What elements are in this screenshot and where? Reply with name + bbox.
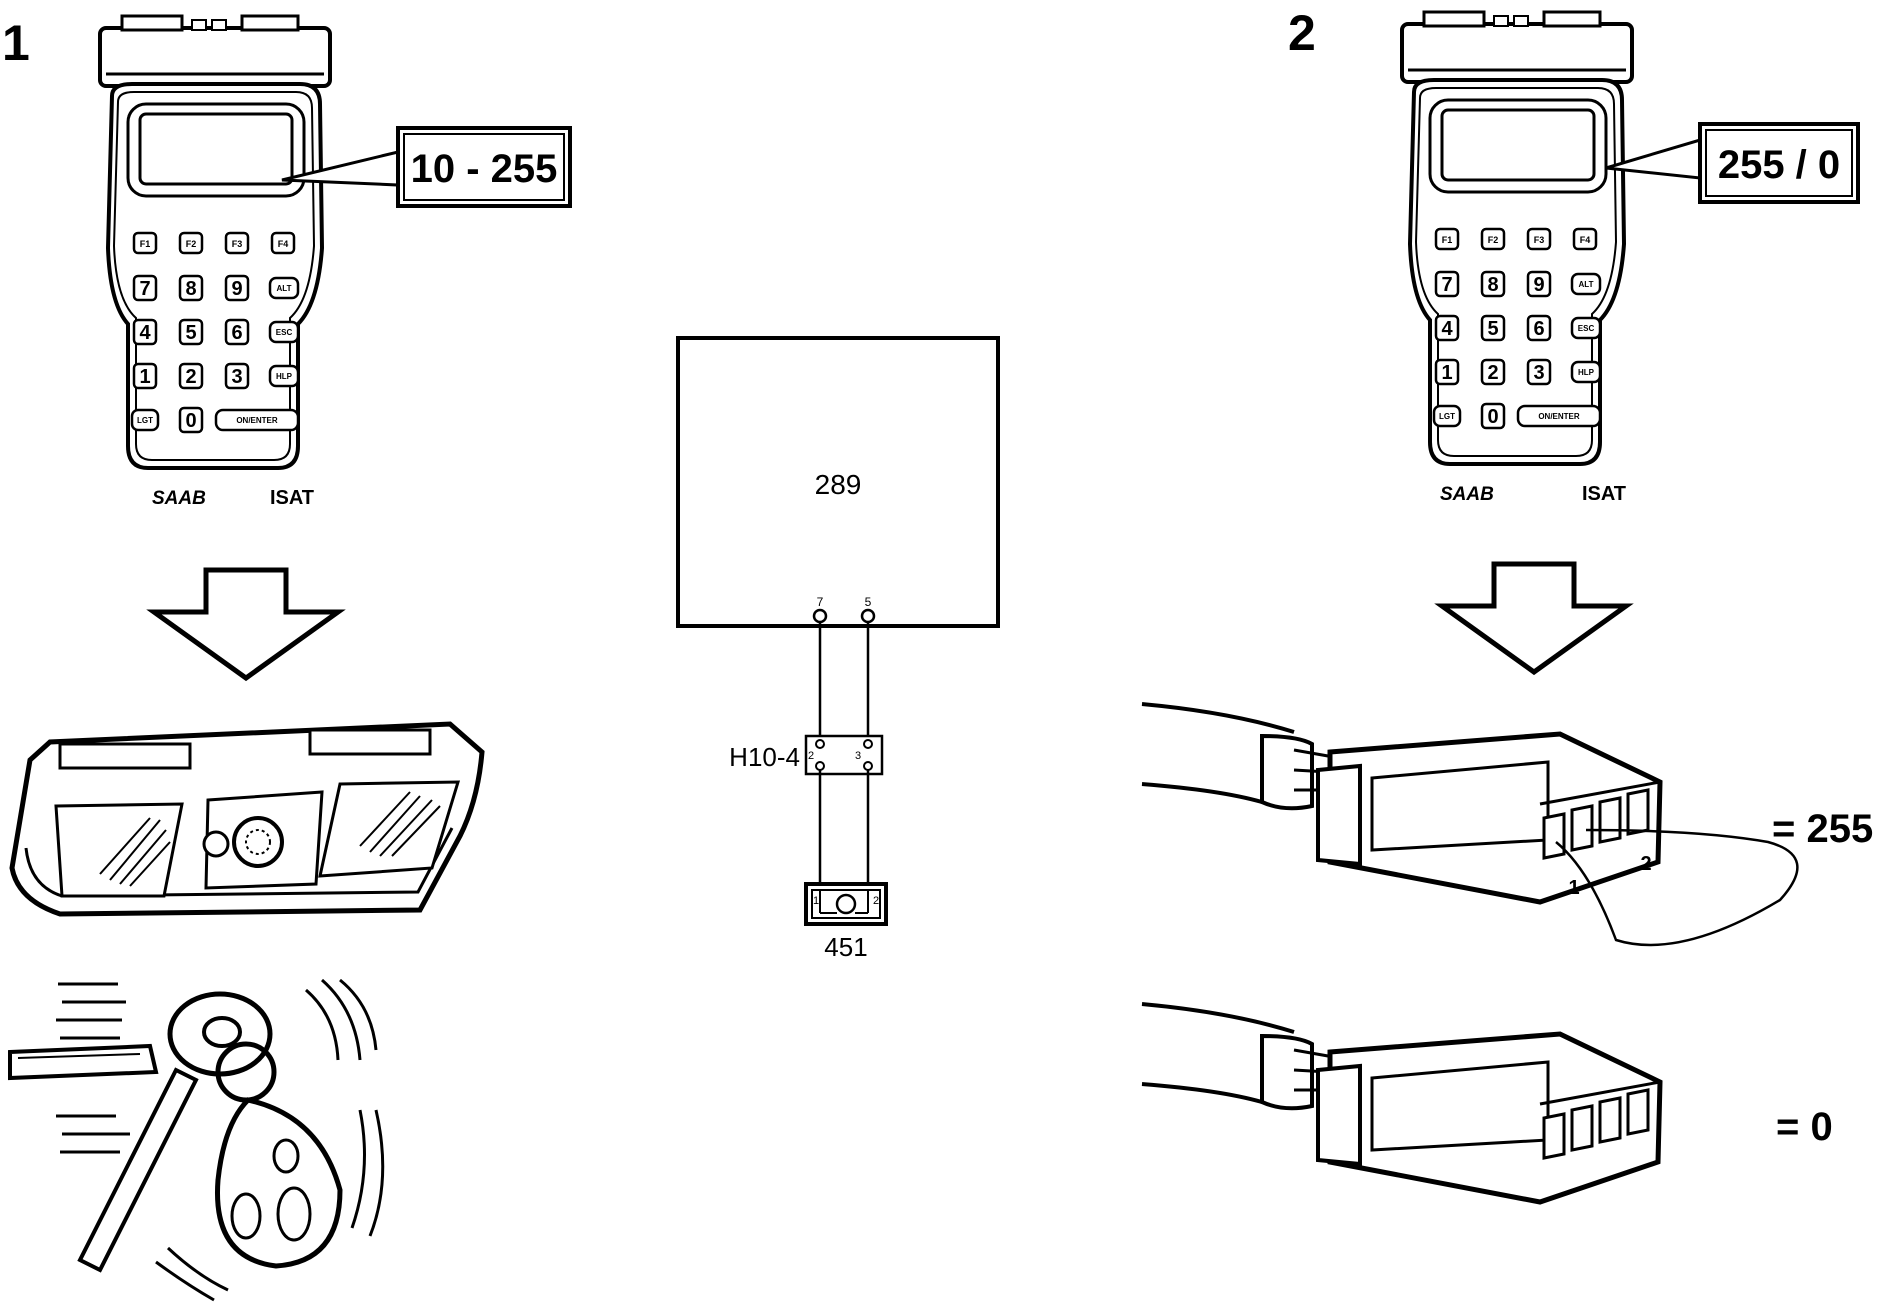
key-9: 9 [1533, 274, 1544, 296]
jumper-pin-1: 1 [1568, 877, 1579, 899]
key-2: 2 [185, 366, 196, 388]
key-0: 0 [1487, 406, 1498, 428]
display-value-right: 255 / 0 [1718, 143, 1840, 187]
result-open: = 0 [1776, 1105, 1833, 1149]
control-unit-box [676, 336, 1000, 628]
key-7: 7 [1441, 274, 1452, 296]
key-alt: ALT [277, 284, 292, 293]
control-unit-label: 289 [815, 469, 862, 500]
key-hlp: HLP [1578, 368, 1595, 377]
display-value-left: 10 - 255 [411, 147, 558, 191]
key-f2: F2 [186, 239, 197, 249]
connector-label: H10-4 [729, 742, 800, 772]
hand-held-tester-icon: F1 F2 F3 F4 7 8 9 4 5 6 1 2 3 [1400, 10, 1634, 505]
car-keys-icon [8, 978, 385, 1302]
key-5: 5 [185, 322, 196, 344]
panel-number-1: 1 [2, 15, 30, 71]
key-3: 3 [231, 366, 242, 388]
down-arrow-icon [1442, 564, 1626, 672]
electrical-connector-icon: 1 2 [1141, 702, 1799, 947]
panel-number-2: 2 [1288, 5, 1316, 61]
display-callout-2: 255 / 0 [1605, 122, 1860, 204]
key-6: 6 [1533, 318, 1544, 340]
tester-brand: SAAB [1440, 484, 1494, 505]
key-5: 5 [1487, 318, 1498, 340]
component-pin-b: 2 [873, 895, 879, 907]
key-0: 0 [185, 410, 196, 432]
key-8: 8 [1487, 274, 1498, 296]
electrical-connector-icon [1141, 1002, 1663, 1205]
tester-model: ISAT [1582, 483, 1626, 505]
overhead-console-icon [9, 721, 485, 917]
pin-label-b: 5 [865, 595, 872, 609]
tester-brand: SAAB [152, 488, 206, 509]
key-lgt: LGT [137, 416, 153, 425]
key-lgt: LGT [1439, 412, 1455, 421]
component-label: 451 [824, 932, 867, 962]
key-f1: F1 [140, 239, 151, 249]
connector-pin-b: 3 [855, 750, 861, 762]
hand-held-tester-icon: F1 F2 F3 F4 7 8 9 4 5 6 1 2 3 [98, 14, 332, 509]
component-pin-a: 1 [813, 895, 819, 907]
pin-label-a: 7 [817, 595, 824, 609]
tester-keypad: F1 F2 F3 F4 [132, 231, 296, 255]
key-on-enter: ON/ENTER [1538, 412, 1580, 421]
key-6: 6 [231, 322, 242, 344]
key-1: 1 [139, 366, 150, 388]
key-f1: F1 [1442, 235, 1453, 245]
key-7: 7 [139, 278, 150, 300]
key-f3: F3 [232, 239, 243, 249]
key-alt: ALT [1579, 280, 1594, 289]
key-f3: F3 [1534, 235, 1545, 245]
connector-pin-a: 2 [808, 750, 814, 762]
tester-model: ISAT [270, 487, 314, 509]
key-4: 4 [139, 322, 151, 344]
key-esc: ESC [276, 328, 293, 337]
wiring-schematic: 289 7 5 2 3 H10-4 1 2 451 [676, 336, 1000, 962]
display-callout-1: 10 - 255 [281, 126, 572, 208]
jumper-wire [1555, 828, 1799, 947]
key-f4: F4 [278, 239, 289, 249]
jumper-pin-2: 2 [1640, 853, 1651, 875]
key-f2: F2 [1488, 235, 1499, 245]
key-on-enter: ON/ENTER [236, 416, 278, 425]
down-arrow-icon [154, 570, 338, 678]
key-2: 2 [1487, 362, 1498, 384]
key-4: 4 [1441, 318, 1453, 340]
key-8: 8 [185, 278, 196, 300]
key-9: 9 [231, 278, 242, 300]
key-esc: ESC [1578, 324, 1595, 333]
key-hlp: HLP [276, 372, 293, 381]
key-1: 1 [1441, 362, 1452, 384]
key-3: 3 [1533, 362, 1544, 384]
key-f4: F4 [1580, 235, 1591, 245]
result-jumpered: = 255 [1772, 807, 1873, 851]
